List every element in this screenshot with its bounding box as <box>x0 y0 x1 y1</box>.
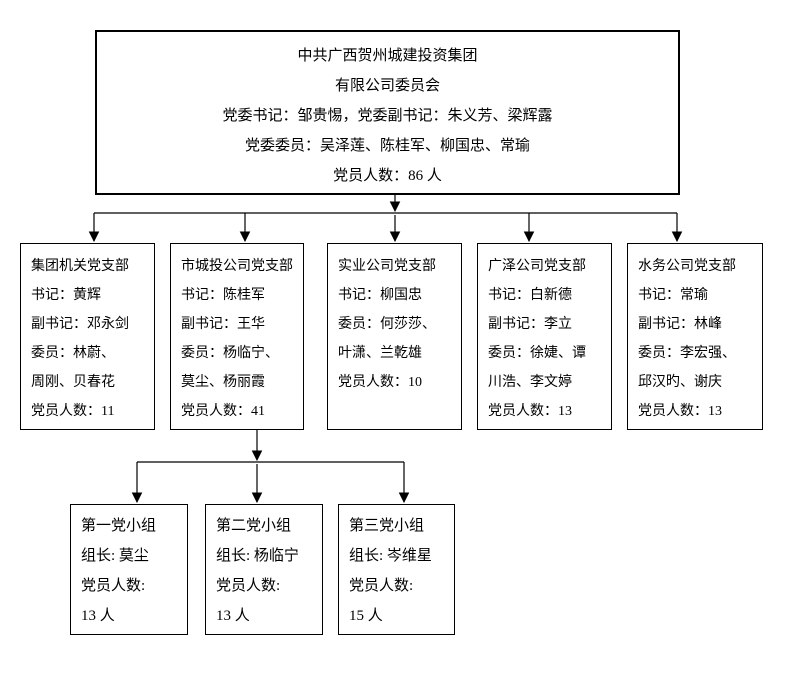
text-line: 党员人数: <box>349 578 414 594</box>
text-line: 叶潇、兰乾雄 <box>338 346 422 361</box>
text-line: 副书记：李立 <box>488 317 572 332</box>
text-line: 党员人数：11 <box>31 404 115 419</box>
text-line: 川浩、李文婷 <box>488 375 572 390</box>
text-line: 市城投公司党支部 <box>181 259 293 274</box>
text-line: 书记：白新德 <box>488 288 572 303</box>
group-box-second: 第二党小组组长: 杨临宁党员人数: 13 人 <box>205 504 323 635</box>
committee-box: 中共广西贺州城建投资集团有限公司委员会党委书记：邹贵惕，党委副书记：朱义芳、梁辉… <box>95 30 680 195</box>
branch-box-guangze: 广泽公司党支部书记：白新德副书记：李立委员：徐婕、谭川浩、李文婷党员人数：13 <box>477 243 612 430</box>
text-line: 委员：李宏强、 <box>638 346 736 361</box>
text-line: 副书记：王华 <box>181 317 265 332</box>
branch-box-city-investment: 市城投公司党支部书记：陈桂军副书记：王华委员：杨临宁、莫尘、杨丽霞党员人数：41 <box>170 243 304 430</box>
text-line: 集团机关党支部 <box>31 259 129 274</box>
branch-box-water: 水务公司党支部书记：常瑜副书记：林峰委员：李宏强、邱汉旳、谢庆党员人数：13 <box>627 243 763 430</box>
text-line: 副书记：邓永剑 <box>31 317 129 332</box>
text-line: 13 人 <box>216 608 250 624</box>
text-line: 委员：何莎莎、 <box>338 317 436 332</box>
text-line: 第一党小组 <box>81 518 157 534</box>
text-line: 邱汉旳、谢庆 <box>638 375 722 390</box>
text-line: 组长: 莫尘 <box>81 548 149 564</box>
branch-box-industrial: 实业公司党支部书记：柳国忠委员：何莎莎、叶潇、兰乾雄党员人数：10 <box>327 243 462 430</box>
group-box-third: 第三党小组组长: 岑维星党员人数: 15 人 <box>338 504 455 635</box>
text-line: 委员：杨临宁、 <box>181 346 279 361</box>
branch-box-group-office: 集团机关党支部书记：黄辉副书记：邓永剑委员：林蔚、周刚、贝春花党员人数：11 <box>20 243 155 430</box>
text-line: 党员人数：13 <box>638 404 722 419</box>
text-line: 副书记：林峰 <box>638 317 722 332</box>
text-line: 书记：黄辉 <box>31 288 101 303</box>
text-line: 委员：林蔚、 <box>31 346 115 361</box>
text-line: 组长: 岑维星 <box>349 548 432 564</box>
text-line: 第三党小组 <box>349 518 425 534</box>
text-line: 党员人数: <box>216 578 281 594</box>
text-line: 水务公司党支部 <box>638 259 736 274</box>
text-line: 莫尘、杨丽霞 <box>181 375 265 390</box>
text-line: 书记：柳国忠 <box>338 288 422 303</box>
text-line: 党委书记：邹贵惕，党委副书记：朱义芳、梁辉露 <box>222 108 553 124</box>
text-line: 周刚、贝春花 <box>31 375 115 390</box>
text-line: 党委委员：吴泽莲、陈桂军、柳国忠、常瑜 <box>244 138 530 154</box>
text-line: 党员人数：86 人 <box>333 168 442 184</box>
text-line: 实业公司党支部 <box>338 259 436 274</box>
text-line: 第二党小组 <box>216 518 292 534</box>
text-line: 党员人数：10 <box>338 375 422 390</box>
text-line: 党员人数：13 <box>488 404 572 419</box>
text-line: 书记：常瑜 <box>638 288 708 303</box>
text-line: 党员人数：41 <box>181 404 265 419</box>
text-line: 15 人 <box>349 608 383 624</box>
text-line: 书记：陈桂军 <box>181 288 265 303</box>
text-line: 委员：徐婕、谭 <box>488 346 586 361</box>
text-line: 中共广西贺州城建投资集团 <box>297 48 478 64</box>
text-line: 党员人数: <box>81 578 146 594</box>
text-line: 广泽公司党支部 <box>488 259 586 274</box>
text-line: 13 人 <box>81 608 115 624</box>
text-line: 有限公司委员会 <box>334 78 440 94</box>
text-line: 组长: 杨临宁 <box>216 548 299 564</box>
group-box-first: 第一党小组组长: 莫尘党员人数: 13 人 <box>70 504 188 635</box>
